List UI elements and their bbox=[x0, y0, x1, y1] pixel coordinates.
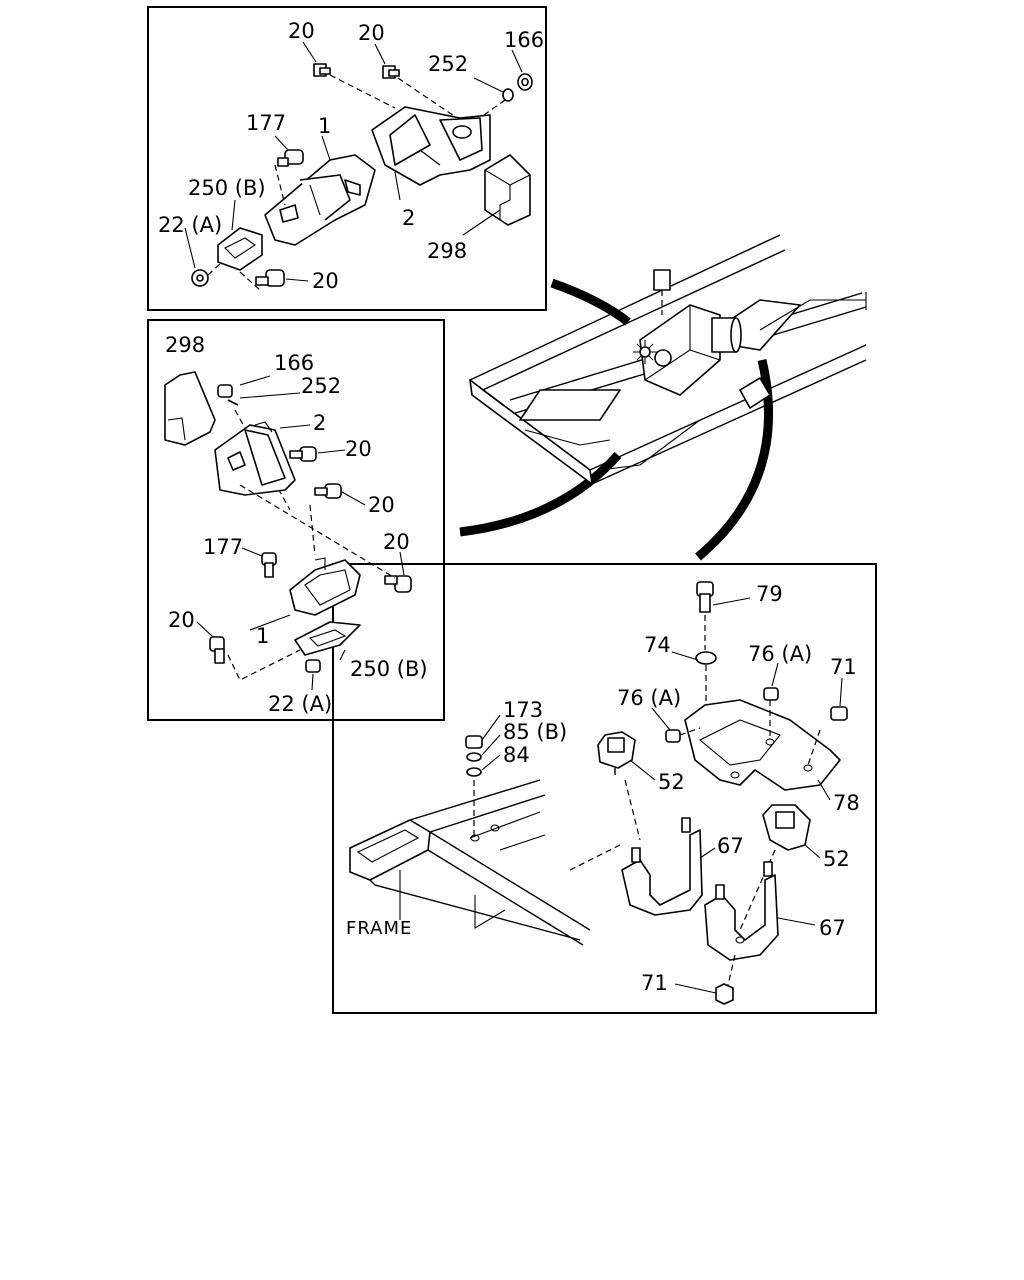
bracket-67-upper bbox=[621, 817, 703, 916]
insulator-250b bbox=[217, 227, 263, 271]
label-20: 20 bbox=[168, 608, 195, 632]
label-166: 166 bbox=[274, 351, 314, 375]
bolt-20-mid-a bbox=[289, 446, 317, 462]
panel-top-frame bbox=[147, 6, 547, 311]
label-79: 79 bbox=[756, 582, 783, 606]
nut-22a-mid bbox=[305, 659, 321, 673]
label-84: 84 bbox=[503, 743, 530, 767]
label-20: 20 bbox=[288, 19, 315, 43]
label-22a: 22 (A) bbox=[158, 213, 222, 237]
mount-1-mid bbox=[289, 504, 361, 616]
washer-74 bbox=[695, 651, 717, 665]
label-298: 298 bbox=[165, 333, 205, 357]
label-71: 71 bbox=[830, 655, 857, 679]
label-20: 20 bbox=[383, 530, 410, 554]
cover-298-top bbox=[484, 154, 531, 226]
label-67: 67 bbox=[819, 916, 846, 940]
label-20: 20 bbox=[345, 437, 372, 461]
label-250b: 250 (B) bbox=[350, 657, 428, 681]
label-250b: 250 (B) bbox=[188, 176, 266, 200]
label-74: 74 bbox=[644, 633, 671, 657]
bracket-2-mid bbox=[214, 421, 296, 496]
label-frame: FRAME bbox=[346, 918, 412, 939]
frame-rails bbox=[349, 779, 621, 946]
insulator-52-right bbox=[762, 804, 811, 851]
bolt-20-mid-c bbox=[384, 575, 412, 593]
label-166: 166 bbox=[504, 28, 544, 52]
bolt-20-bottom bbox=[255, 269, 285, 287]
label-76a: 76 (A) bbox=[617, 686, 681, 710]
panel-top-labels: 20 20 166 252 177 1 250 (B) 22 (A) 2 298… bbox=[158, 19, 544, 293]
nut-71-bottom bbox=[715, 983, 734, 1005]
insulator-52-left bbox=[597, 731, 636, 775]
nut-166-mid bbox=[217, 384, 233, 398]
panel-mid-labels: 298 166 252 2 20 20 20 177 20 1 250 (B) … bbox=[165, 333, 428, 716]
label-20: 20 bbox=[358, 21, 385, 45]
label-76a: 76 (A) bbox=[748, 642, 812, 666]
panel-mid-parts bbox=[164, 371, 412, 691]
nut-76a-left bbox=[665, 729, 681, 743]
label-20: 20 bbox=[368, 493, 395, 517]
label-2: 2 bbox=[313, 411, 326, 435]
washer-252 bbox=[502, 88, 514, 102]
label-52: 52 bbox=[823, 847, 850, 871]
panel-bottom-frame bbox=[332, 563, 877, 1014]
washer-85b bbox=[466, 752, 482, 762]
panel-bottom-parts bbox=[349, 581, 848, 1005]
nut-166 bbox=[517, 73, 533, 91]
label-67: 67 bbox=[717, 834, 744, 858]
bolt-79 bbox=[696, 581, 714, 613]
label-52: 52 bbox=[658, 770, 685, 794]
label-252: 252 bbox=[301, 374, 341, 398]
label-78: 78 bbox=[833, 791, 860, 815]
cover-298-mid bbox=[164, 371, 216, 446]
mount-1 bbox=[264, 154, 376, 246]
bolt-20-mid-left bbox=[209, 636, 225, 664]
label-20: 20 bbox=[312, 269, 339, 293]
panel-bottom-labels: 79 74 76 (A) 71 76 (A) 173 85 (B) 84 52 … bbox=[346, 582, 860, 995]
label-1: 1 bbox=[318, 114, 331, 138]
label-173: 173 bbox=[503, 698, 543, 722]
bolt-20-top-mid bbox=[382, 65, 400, 79]
panel-mid-frame bbox=[147, 319, 445, 721]
bracket-2 bbox=[371, 106, 491, 186]
washer-84 bbox=[466, 767, 482, 777]
label-298: 298 bbox=[427, 239, 467, 263]
panel-top-parts bbox=[184, 41, 533, 293]
nut-71-top bbox=[830, 706, 848, 721]
nut-76a-right bbox=[763, 687, 779, 701]
label-177: 177 bbox=[203, 535, 243, 559]
nut-173 bbox=[465, 735, 483, 749]
insulator-250b-mid bbox=[294, 621, 361, 656]
label-22a: 22 (A) bbox=[268, 692, 332, 716]
crossmember-78 bbox=[684, 699, 841, 791]
bolt-20-mid-b bbox=[314, 483, 342, 499]
label-2: 2 bbox=[402, 206, 415, 230]
label-1: 1 bbox=[256, 624, 269, 648]
bolt-20-top-left bbox=[313, 63, 331, 77]
bolt-177 bbox=[277, 149, 304, 167]
label-85b: 85 (B) bbox=[503, 720, 567, 744]
label-252: 252 bbox=[428, 52, 468, 76]
nut-22a bbox=[191, 269, 209, 287]
label-71: 71 bbox=[641, 971, 668, 995]
vehicle-chassis-illustration bbox=[469, 234, 867, 485]
label-177: 177 bbox=[246, 111, 286, 135]
bracket-67-lower bbox=[704, 861, 779, 961]
bolt-177-mid bbox=[261, 552, 277, 578]
